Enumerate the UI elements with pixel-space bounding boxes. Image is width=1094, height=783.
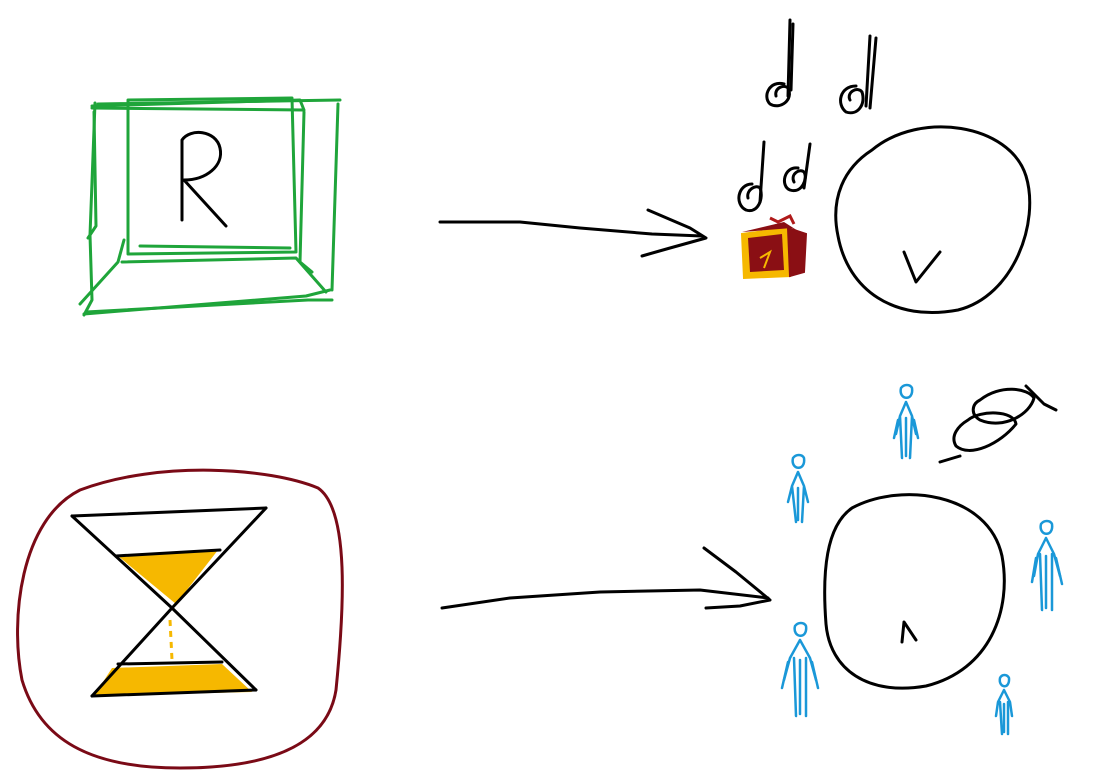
right-arrow — [438, 208, 708, 258]
flying-object-icon — [938, 384, 1058, 464]
music-note-icon — [839, 34, 878, 115]
music-note-icon — [765, 18, 795, 108]
circle-icon — [823, 493, 1006, 690]
right-arrow — [440, 546, 772, 610]
music-note-icon — [737, 140, 812, 213]
person-icon — [1030, 519, 1064, 612]
r-key-icon — [78, 96, 342, 317]
gift-box-icon — [740, 213, 808, 280]
hourglass-icon — [16, 468, 344, 770]
person-icon — [780, 621, 820, 718]
person-icon — [994, 673, 1014, 736]
person-icon — [892, 383, 920, 460]
circle-mark-caret — [900, 620, 918, 644]
person-icon — [786, 453, 810, 524]
circle-mark-v — [902, 250, 942, 284]
circle-icon — [834, 125, 1032, 315]
r-key-letter — [180, 131, 228, 228]
